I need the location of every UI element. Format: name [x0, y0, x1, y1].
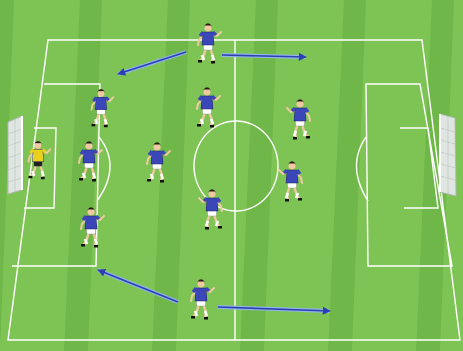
right-goal	[440, 114, 456, 196]
left-goal	[8, 116, 22, 194]
arrow-top-right	[222, 55, 306, 57]
